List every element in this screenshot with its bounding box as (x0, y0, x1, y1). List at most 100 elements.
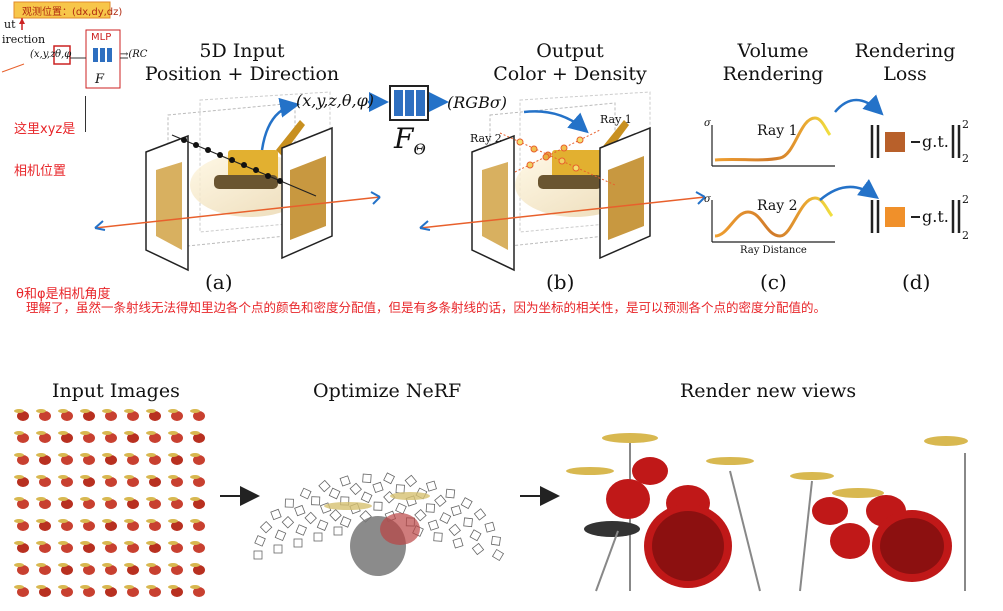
panel-label-b: (b) (546, 270, 575, 294)
exp-label-1: 2 (962, 118, 969, 131)
camera-frustum-icon (433, 532, 443, 542)
input-image-thumbnail (190, 585, 205, 597)
header-loss-line2: Loss (883, 63, 927, 85)
input-image-thumbnail (190, 475, 205, 487)
input-image-thumbnail (58, 563, 73, 575)
note-understanding: 理解了，虽然一条射线无法得知里边各个点的颜色和密度分配值，但是有多条射线的话，因… (26, 300, 827, 315)
header-output-line2: Color + Density (493, 63, 647, 85)
input-image-thumbnail (14, 453, 29, 465)
input-image-thumbnail (124, 585, 139, 597)
input-image-thumbnail (14, 541, 29, 553)
input-image-thumbnail (190, 431, 205, 443)
ray1-label-b: Ray 1 (600, 113, 632, 126)
sub-label-2: 2 (962, 229, 969, 242)
panel-b-scene (419, 91, 706, 272)
input-image-thumbnail (168, 497, 183, 509)
input-image-thumbnail (124, 431, 139, 443)
camera-frustum-icon (473, 508, 487, 521)
input-image-thumbnail (102, 453, 117, 465)
camera-frustum-icon (339, 475, 351, 487)
camera-frustum-icon (469, 529, 482, 542)
ray-distance-label: Ray Distance (740, 245, 807, 256)
thumb-label-a: ut (4, 18, 16, 31)
thumb-out: →(RC (120, 49, 148, 60)
input-image-thumbnail (168, 541, 183, 553)
camera-frustum-icon (448, 523, 461, 537)
camera-frustum-icon (445, 488, 456, 499)
camera-frustum-icon (253, 550, 263, 560)
input-image-thumbnail (102, 409, 117, 421)
input-image-thumbnail (58, 475, 73, 487)
input-image-thumbnail (14, 585, 29, 597)
camera-frustum-icon (311, 496, 321, 506)
input-image-thumbnail (102, 497, 117, 509)
panel-label-a: (a) (205, 270, 233, 294)
input-image-thumbnail (36, 563, 51, 575)
camera-hemisphere (253, 472, 505, 562)
input-image-thumbnail (80, 541, 95, 553)
sigma-label-2: σ (704, 194, 711, 205)
exp-label-2: 2 (962, 193, 969, 206)
input-image-thumbnail (124, 497, 139, 509)
camera-frustum-icon (491, 548, 505, 562)
input-image-thumbnail (36, 475, 51, 487)
input-image-thumbnail (190, 497, 205, 509)
input-image-thumbnail (190, 563, 205, 575)
input-image-thumbnail (58, 497, 73, 509)
ray1-density-curve (714, 116, 832, 162)
f-theta-main: F (394, 122, 414, 155)
camera-frustum-icon (329, 508, 342, 522)
camera-frustum-icon (293, 538, 303, 548)
camera-frustum-icon (318, 479, 331, 493)
camera-frustum-icon (360, 491, 373, 504)
camera-frustum-icon (259, 520, 273, 534)
camera-frustum-icon (372, 481, 384, 493)
header-input-line1: 5D Input (199, 40, 285, 62)
text-cursor (85, 96, 86, 132)
input-image-thumbnail (190, 519, 205, 531)
thumb-label-theta: θ,φ (55, 49, 72, 60)
input-image-thumbnail (80, 519, 95, 531)
note-xyz-line2: 相机位置 (14, 164, 67, 179)
thumb-f: F (95, 72, 105, 87)
camera-frustum-icon (316, 519, 329, 531)
camera-frustum-icon (404, 474, 418, 488)
input-image-thumbnail (14, 563, 29, 575)
input-image-thumbnail (102, 519, 117, 531)
input-image-thumbnail (80, 409, 95, 421)
input-image-thumbnail (58, 585, 73, 597)
camera-frustum-icon (434, 494, 447, 508)
input-image-thumbnail (36, 541, 51, 553)
input-image-thumbnail (80, 585, 95, 597)
nerf-pipeline-diagram (94, 85, 961, 272)
camera-frustum-icon (254, 535, 266, 547)
sigma-label-1: σ (704, 118, 711, 129)
thumbnail-drawing (1, 1, 128, 89)
camera-frustum-icon (427, 519, 440, 531)
input-image-thumbnail (58, 541, 73, 553)
header-input-images: Input Images (52, 380, 180, 402)
camera-frustum-icon (373, 501, 383, 511)
input-image-thumbnail (36, 453, 51, 465)
panel-a-scene (94, 91, 381, 272)
input-image-thumbnail (124, 475, 139, 487)
input-image-thumbnail (36, 585, 51, 597)
header-volume-line1: Volume (737, 40, 809, 62)
camera-frustum-icon (414, 509, 427, 522)
input-image-thumbnail (14, 519, 29, 531)
input-image-thumbnail (102, 563, 117, 575)
camera-frustum-icon (313, 532, 323, 542)
input-image-thumbnail (124, 453, 139, 465)
input-image-thumbnail (190, 409, 205, 421)
panel-d-loss (870, 125, 961, 233)
input-image-thumbnail (58, 519, 73, 531)
input-image-thumbnail (58, 431, 73, 443)
panel-label-d: (d) (902, 270, 931, 294)
camera-frustum-icon (425, 503, 436, 513)
camera-frustum-icon (425, 480, 437, 492)
gt-label-1: g.t. (922, 132, 949, 151)
input-image-thumbnail (80, 453, 95, 465)
camera-frustum-icon (339, 516, 352, 528)
ray2-label-c: Ray 2 (757, 198, 798, 214)
input-image-thumbnail (124, 409, 139, 421)
